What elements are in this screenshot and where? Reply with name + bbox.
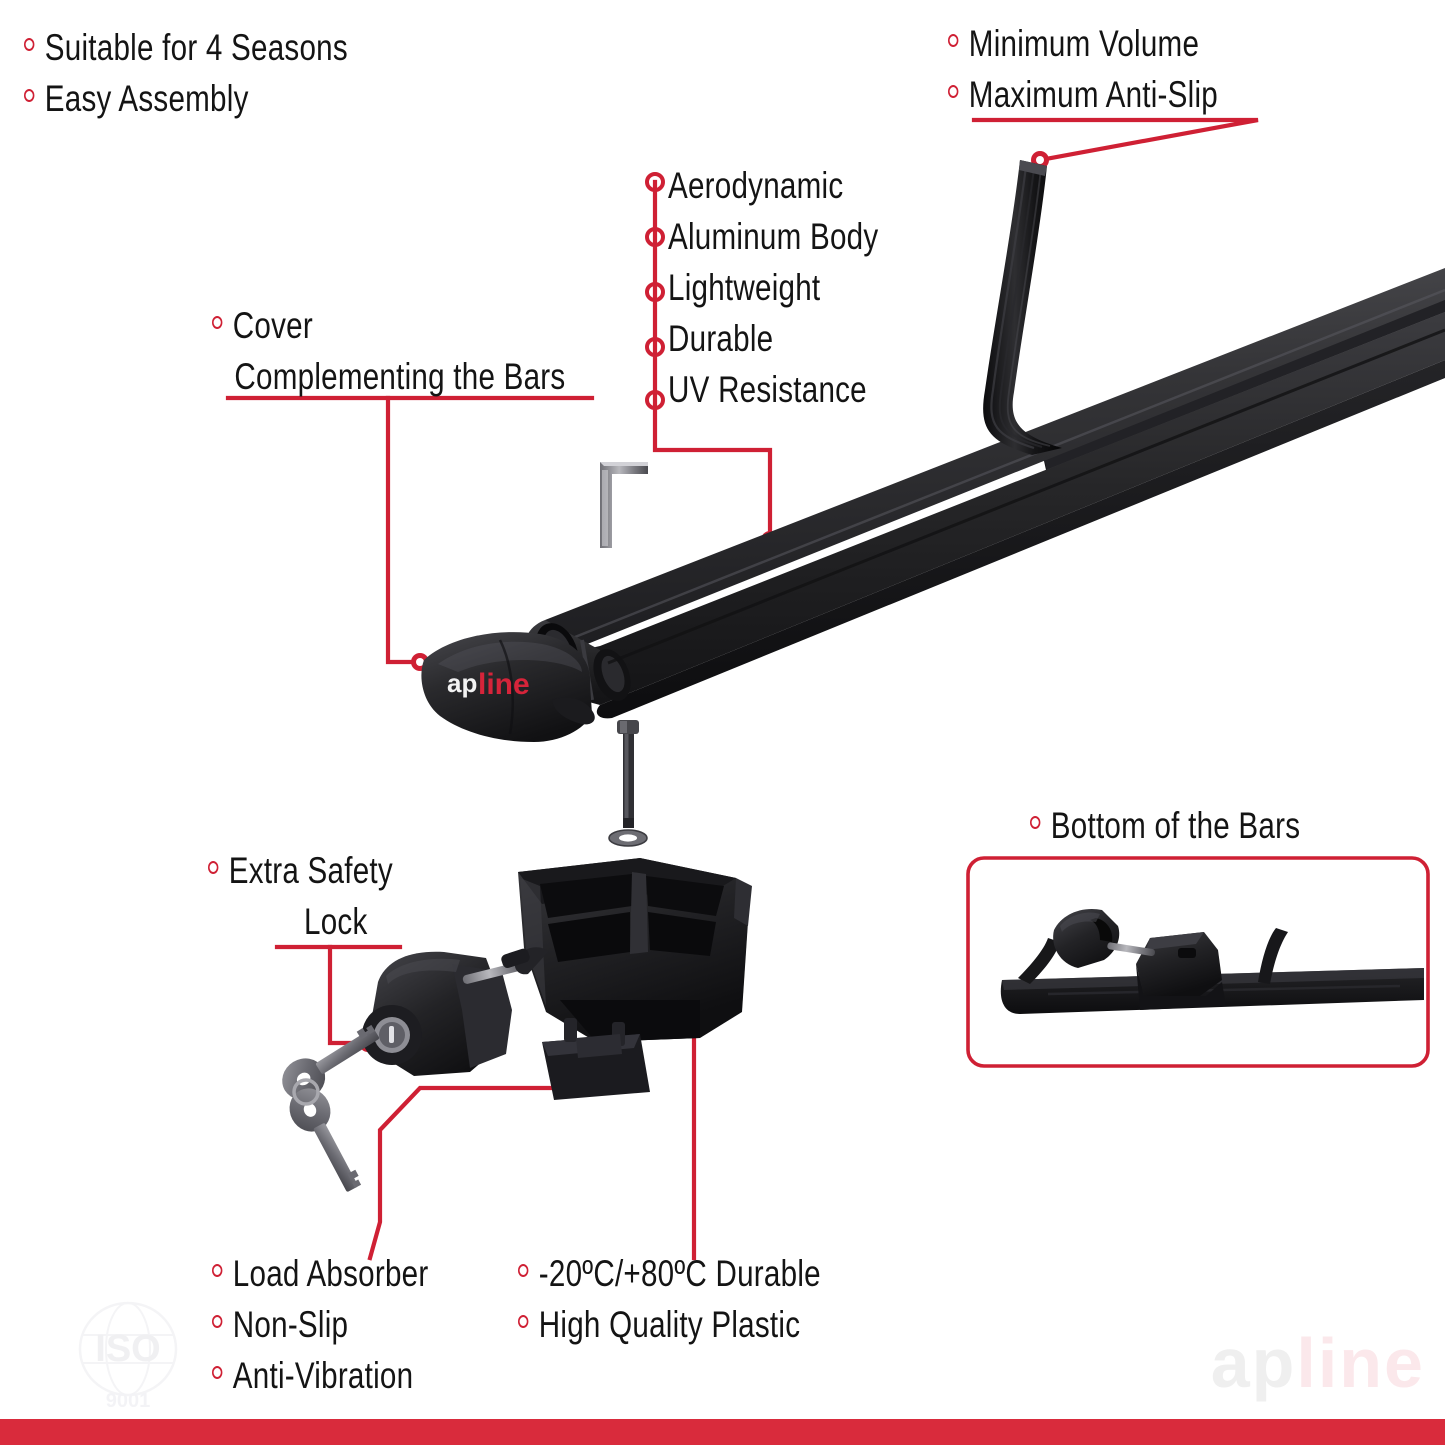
bullet-icon: [212, 316, 223, 329]
callout-plastic-spec: -20ºC/+80ºC Durable High Quality Plastic: [518, 1248, 897, 1350]
feature-item: Durable: [668, 313, 878, 364]
callout-top-left: Suitable for 4 Seasons Easy Assembly: [24, 22, 429, 124]
callout-top-right: Minimum Volume Maximum Anti-Slip: [948, 18, 1285, 120]
feature-label: Extra Safety: [228, 850, 393, 891]
iso-text: ISO: [95, 1328, 160, 1370]
feature-item: -20ºC/+80ºC Durable: [518, 1248, 821, 1299]
feature-label: Load Absorber: [232, 1253, 429, 1294]
feature-item: Minimum Volume: [948, 18, 1218, 69]
feature-label: -20ºC/+80ºC Durable: [538, 1253, 821, 1294]
feature-item: Load Absorber: [212, 1248, 428, 1299]
bullet-icon: [208, 861, 219, 874]
feature-label: Bottom of the Bars: [1050, 805, 1301, 846]
cover-logo-line: line: [478, 668, 530, 701]
bullet-icon: [24, 89, 35, 103]
footer-red-bar: [0, 1419, 1445, 1445]
callout-cover: Cover Complementing the Bars: [212, 300, 654, 402]
feature-label: Lock: [304, 901, 368, 943]
iso-number: 9001: [106, 1390, 151, 1412]
feature-item: Maximum Anti-Slip: [948, 69, 1218, 120]
callout-safety-lock: Extra Safety Lock: [208, 845, 439, 947]
feature-item: Aluminum Body: [668, 211, 878, 262]
bullet-icon: [212, 1366, 223, 1380]
watermark-line: line: [1296, 1324, 1425, 1402]
rubber-anti-slip-strip: [983, 160, 1062, 455]
end-cover-cap: ap line: [421, 632, 595, 742]
bullet-icon: [24, 38, 35, 51]
bullet-icon: [212, 1315, 223, 1329]
bullet-icon: [948, 85, 959, 99]
feature-label: Maximum Anti-Slip: [968, 74, 1218, 116]
mounting-bolt: [617, 720, 639, 828]
feature-label: Aluminum Body: [668, 216, 879, 258]
iso-9001-watermark: ISO 9001: [78, 1301, 178, 1412]
feature-label: Lightweight: [668, 267, 821, 309]
allen-key-tool: [600, 462, 648, 548]
feature-item: Bottom of the Bars: [1030, 800, 1300, 851]
bullet-icon: [518, 1315, 529, 1329]
bottom-of-bars-panel: [966, 856, 1430, 1068]
washer: [608, 829, 648, 847]
feature-item: Aerodynamic: [668, 160, 878, 211]
apline-watermark: apline: [1211, 1323, 1425, 1403]
feature-item: Lightweight: [668, 262, 878, 313]
feature-item: Cover: [212, 300, 565, 351]
plastic-foot-mount: [518, 858, 752, 1042]
bullet-icon: [1030, 816, 1041, 829]
feature-item: UV Resistance: [668, 364, 878, 415]
feature-item: Non-Slip: [212, 1299, 428, 1350]
feature-label: Non-Slip: [232, 1304, 349, 1346]
feature-label: Anti-Vibration: [232, 1355, 414, 1397]
feature-item: Anti-Vibration: [212, 1350, 428, 1401]
bullet-icon: [948, 34, 959, 47]
feature-item: Complementing the Bars: [212, 351, 565, 402]
load-absorber-pad: [542, 1018, 650, 1100]
feature-label: Aerodynamic: [668, 165, 844, 206]
feature-label: Durable: [668, 318, 774, 360]
feature-item: Suitable for 4 Seasons: [24, 22, 348, 73]
feature-item: Easy Assembly: [24, 73, 348, 124]
feature-item: Extra Safety: [208, 845, 393, 896]
feature-label: Easy Assembly: [44, 78, 249, 120]
watermark-ap: ap: [1210, 1324, 1297, 1402]
feature-item: High Quality Plastic: [518, 1299, 821, 1350]
bullet-icon: [518, 1264, 529, 1277]
lock-keys: [282, 1024, 380, 1192]
safety-lock-cylinder: [362, 947, 548, 1076]
callout-bar-body: Aerodynamic Aluminum Body Lightweight Du…: [668, 160, 931, 415]
callout-bottom-of-bars: Bottom of the Bars: [1030, 800, 1368, 851]
feature-label: Minimum Volume: [968, 23, 1200, 64]
feature-label: Complementing the Bars: [234, 356, 566, 398]
feature-label: Suitable for 4 Seasons: [44, 27, 348, 68]
feature-label: UV Resistance: [668, 369, 867, 411]
feature-label: High Quality Plastic: [538, 1304, 801, 1346]
aluminum-crossbar: [524, 268, 1445, 719]
feature-item: Lock: [208, 896, 393, 947]
cover-logo-ap: ap: [447, 668, 477, 698]
bullet-icon: [212, 1264, 223, 1277]
callout-connector-lines: [225, 117, 1259, 1261]
callout-load-absorber: Load Absorber Non-Slip Anti-Vibration: [212, 1248, 483, 1401]
feature-label: Cover: [232, 305, 313, 346]
